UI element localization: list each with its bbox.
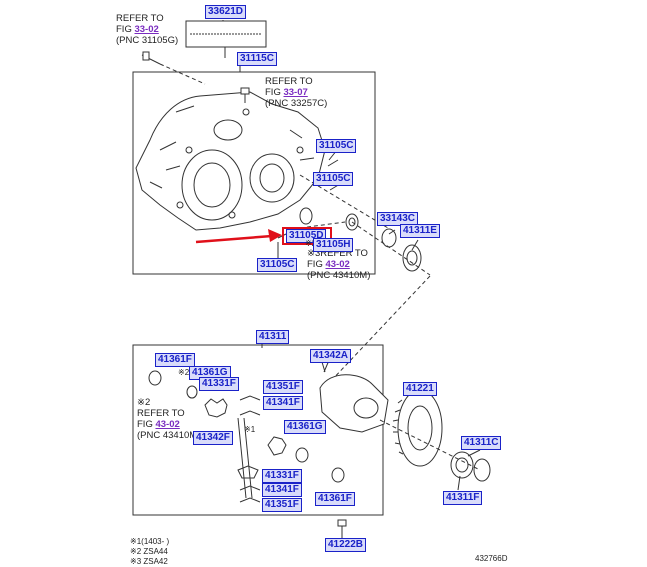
part-label-31105C-lower[interactable]: 31105C <box>257 258 298 272</box>
part-label-41331F-lower[interactable]: 41331F <box>262 469 302 483</box>
footnote-3: ※3 ZSA42 <box>130 557 168 566</box>
transaxle-case-housing <box>135 91 326 231</box>
part-label-41342F[interactable]: 41342F <box>193 431 233 445</box>
footnote-1: ※1(1403- ) <box>130 537 170 546</box>
part-label-31105H[interactable]: 31105H <box>313 238 354 252</box>
part-label-41351F-lower[interactable]: 41351F <box>262 498 302 512</box>
part-label-33621D[interactable]: 33621D <box>205 5 247 19</box>
part-label-41361G-lower[interactable]: 41361G <box>284 420 326 434</box>
part-label-31115C[interactable]: 31115C <box>237 52 277 66</box>
mark-41342F: ※1 <box>244 425 256 434</box>
footnote-2: ※2 ZSA44 <box>130 547 168 556</box>
part-label-41311[interactable]: 41311 <box>256 330 290 344</box>
mark-31105H: ※2 <box>305 239 317 248</box>
part-label-41222B[interactable]: 41222B <box>325 538 367 552</box>
part-label-41351F-upper[interactable]: 41351F <box>263 380 303 394</box>
part-label-41311E[interactable]: 41311E <box>400 224 440 238</box>
refer-note-43-02-case: ※3REFER TO FIG 43-02 (PNC 43410M) <box>307 248 371 281</box>
part-label-41361F-upper[interactable]: 41361F <box>155 353 195 367</box>
part-label-41331F-upper[interactable]: 41331F <box>199 377 239 391</box>
fig-link-43-02-b[interactable]: 43-02 <box>155 419 180 430</box>
figure-id: 432766D <box>475 554 508 563</box>
fig-link-33-07[interactable]: 33-07 <box>283 87 308 98</box>
part-label-31105C-middle[interactable]: 31105C <box>313 172 354 186</box>
red-pointer-arrow <box>195 229 282 244</box>
highlight-31105D <box>282 227 332 245</box>
part-label-41342A[interactable]: 41342A <box>310 349 352 363</box>
refer-note-33-07: REFER TO FIG 33-07 (PNC 33257C) <box>265 76 328 109</box>
differential-frame <box>132 344 384 516</box>
refer-note-33-02: REFER TO FIG 33-02 (PNC 31105G) <box>116 13 179 46</box>
fig-link-43-02-a[interactable]: 43-02 <box>325 259 350 270</box>
part-label-41341F-lower[interactable]: 41341F <box>262 483 302 497</box>
fig-link-33-02[interactable]: 33-02 <box>134 24 159 35</box>
mark-41361F: ※2 <box>178 368 190 377</box>
part-label-41341F-upper[interactable]: 41341F <box>263 396 303 410</box>
part-label-41311C[interactable]: 41311C <box>461 436 502 450</box>
footnotes: ※1(1403- ) ※2 ZSA44 ※3 ZSA42 <box>130 537 169 567</box>
part-label-41311F[interactable]: 41311F <box>443 491 483 505</box>
ring-gear <box>397 389 443 467</box>
refer-note-43-02-diff: ※2 REFER TO FIG 43-02 (PNC 43410M) <box>137 397 201 441</box>
part-label-41361F-lower[interactable]: 41361F <box>315 492 355 506</box>
part-label-33143C[interactable]: 33143C <box>377 212 419 226</box>
part-label-31105C-upper[interactable]: 31105C <box>316 139 357 153</box>
part-label-41221[interactable]: 41221 <box>403 382 437 396</box>
transaxle-case-frame <box>132 71 376 275</box>
